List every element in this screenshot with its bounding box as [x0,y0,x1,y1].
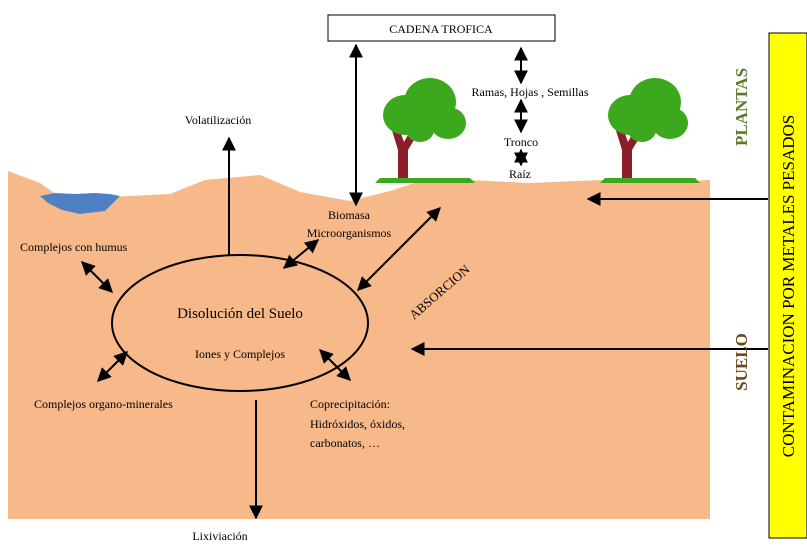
disolucion-ellipse [111,254,369,392]
label-plantas: PLANTAS [732,68,751,146]
contaminacion-label: CONTAMINACION POR METALES PESADOS [779,115,798,458]
label-humus: Complejos con humus [20,240,128,254]
contaminacion-sidebar [768,32,807,539]
arrow-organo [97,351,128,382]
cadena-trofica-label: CADENA TROFICA [389,22,493,36]
tree-left [375,78,475,183]
label-coprec-3: carbonatos, … [310,436,380,450]
disolucion-title: Disolución del Suelo [177,306,303,322]
label-ramas: Ramas, Hojas , Semillas [472,85,589,99]
label-tronco: Tronco [504,135,538,149]
water-pond [40,193,120,214]
label-volatilizacion: Volatilización [185,113,251,127]
tree-right [600,78,700,183]
label-raiz: Raíz [509,167,531,181]
arrow-coprec [319,349,351,381]
arrow-absorcion [357,207,441,291]
label-suelo: SUELO [732,333,751,391]
label-coprec-2: Hidróxidos, óxidos, [310,417,405,431]
cadena-trofica-box [327,14,556,42]
label-organo: Complejos organo-minerales [34,397,173,411]
disolucion-subtitle: Iones y Complejos [195,347,285,361]
label-biomasa: Biomasa [328,208,371,222]
arrow-humus [81,261,113,293]
arrow-biomasa [282,239,320,269]
label-coprec-1: Coprecipitación: [310,397,390,411]
soil-area [8,171,710,519]
label-microorganismos: Microorganismos [307,226,392,240]
label-lixiviacion: Lixiviación [192,529,247,543]
